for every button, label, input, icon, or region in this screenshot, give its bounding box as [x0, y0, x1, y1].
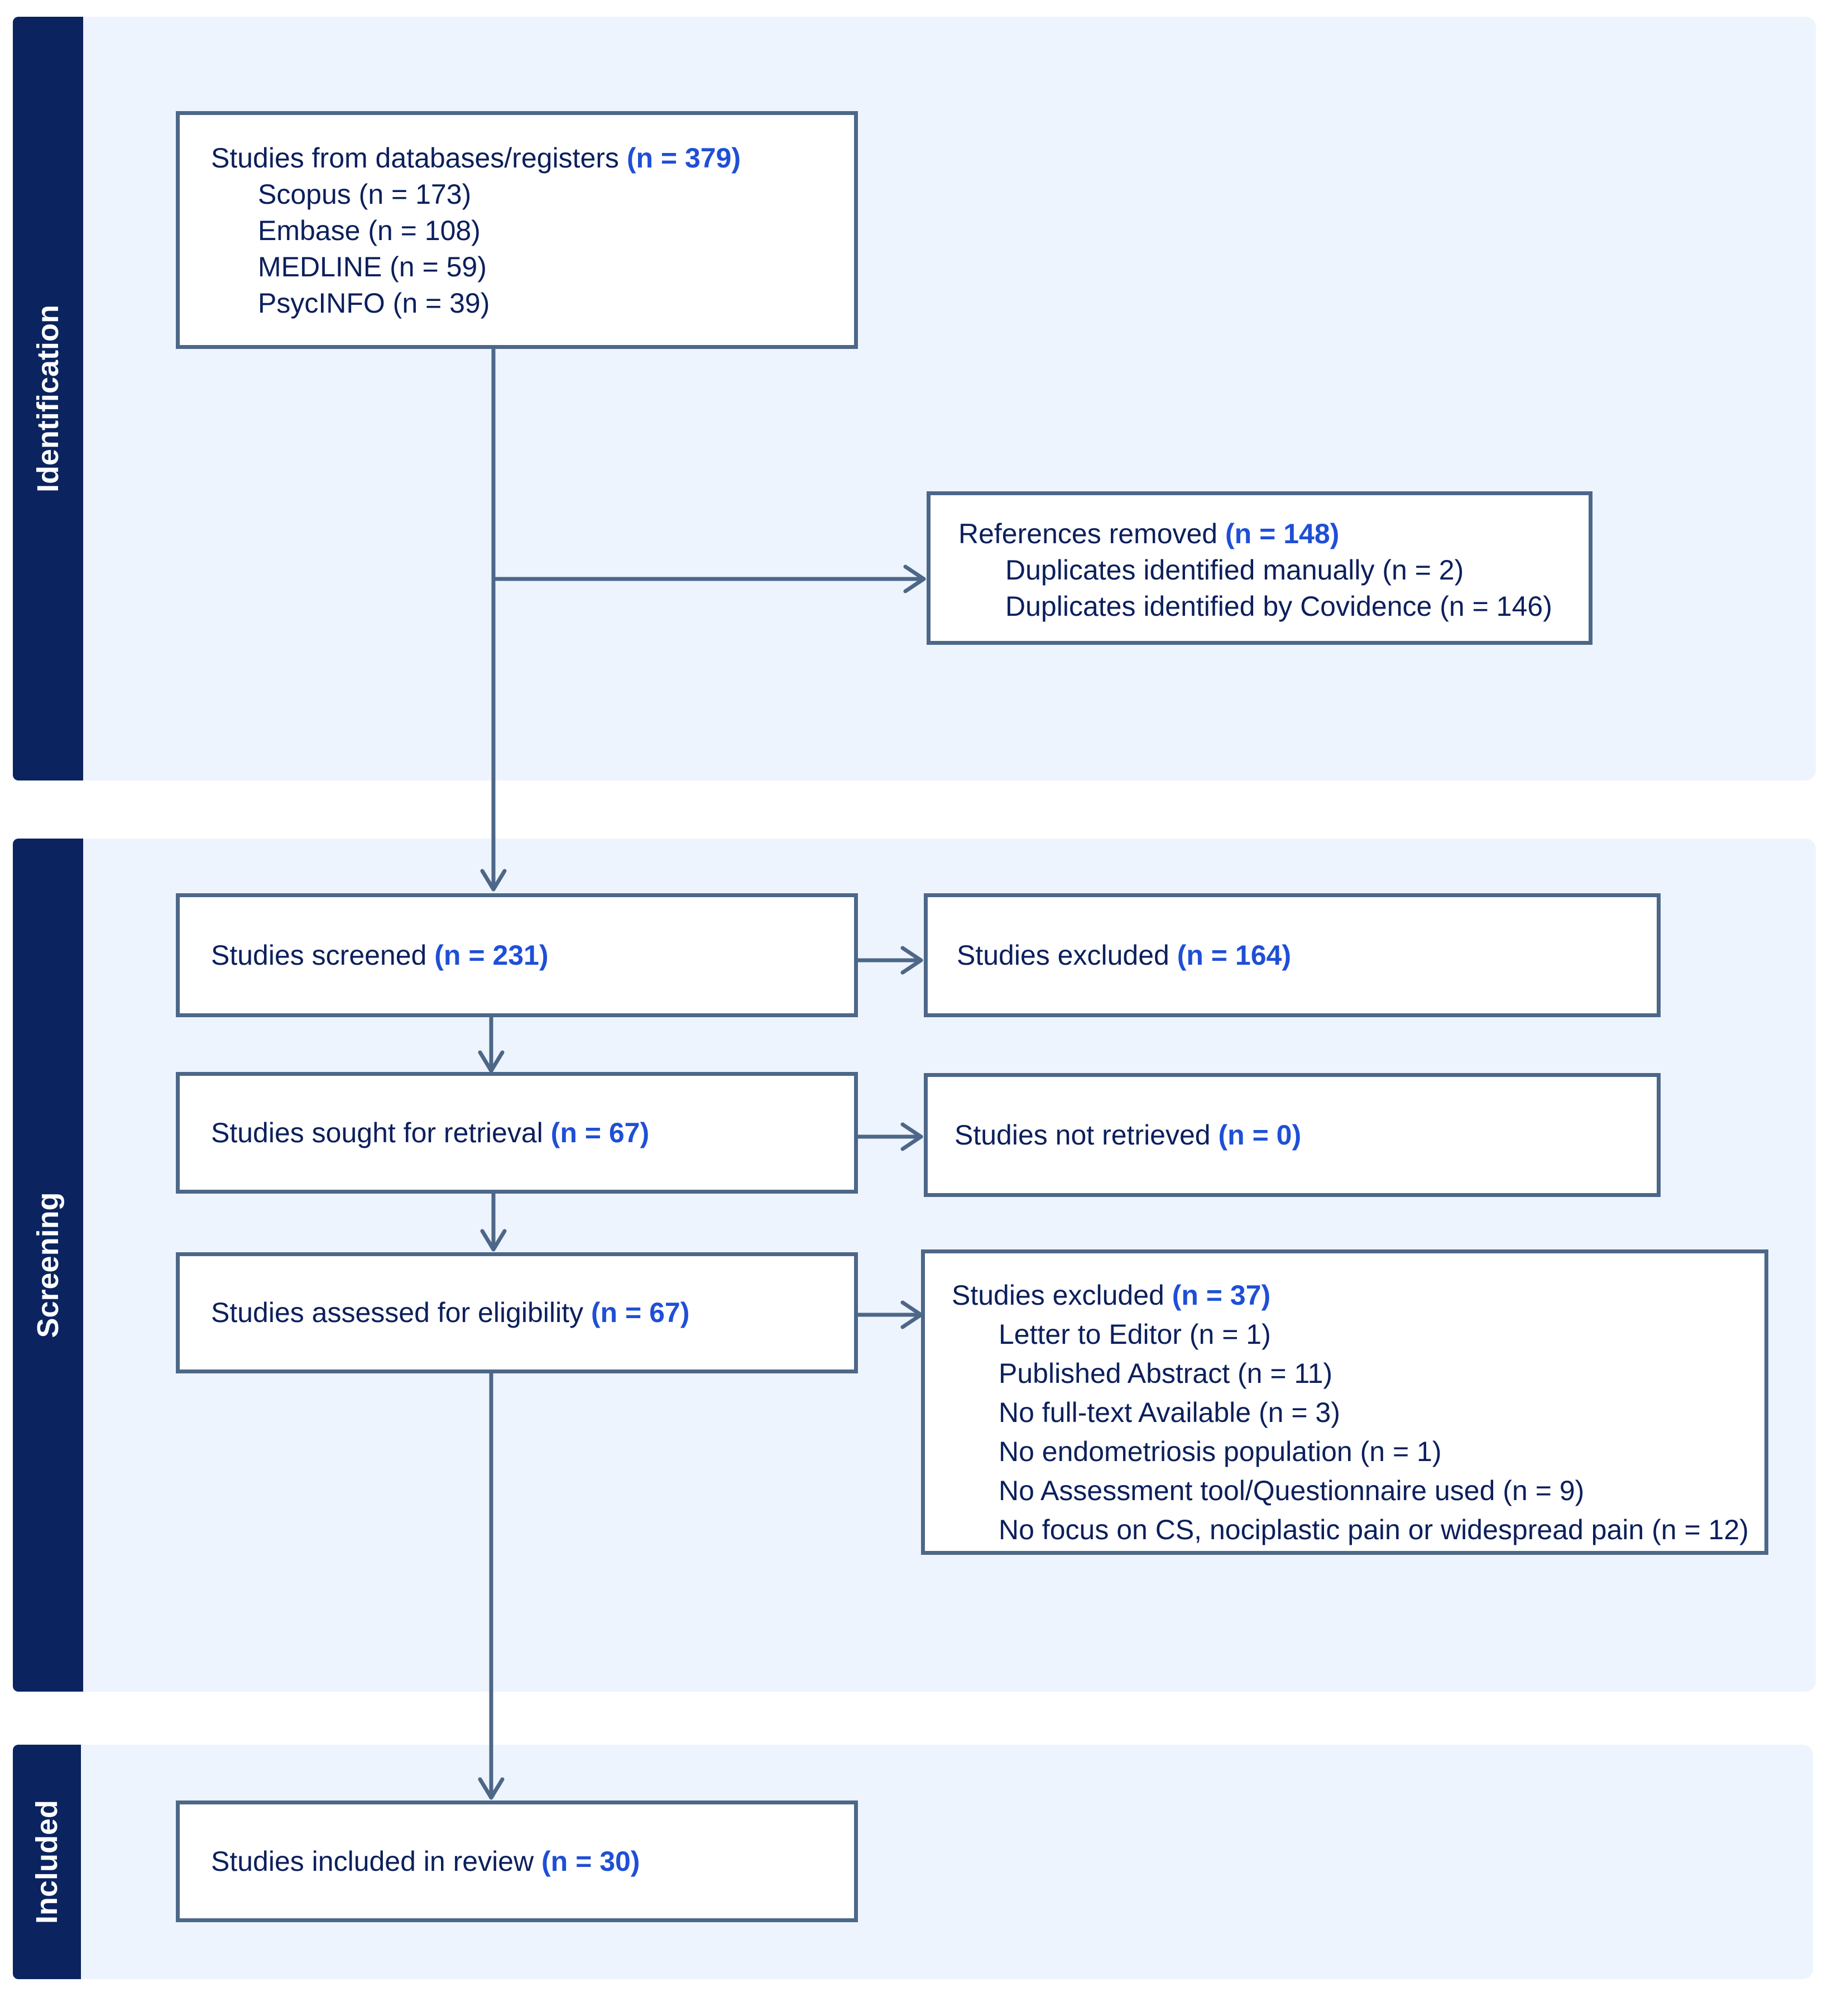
removed-title: References removed	[958, 518, 1218, 549]
screening-stage-bar: Screening	[13, 839, 83, 1692]
studies-included-box: Studies included in review (n = 30)	[176, 1800, 858, 1922]
studies-eligibility-box: Studies assessed for eligibility (n = 67…	[176, 1252, 858, 1373]
exclusion-reason-abstract: Published Abstract (n = 11)	[999, 1358, 1333, 1389]
not-retrieved-heading: Studies not retrieved (n = 0)	[955, 1117, 1301, 1153]
included-count: (n = 30)	[541, 1845, 640, 1877]
screened-heading: Studies screened (n = 231)	[211, 937, 549, 974]
arrowhead-to-not-retrieved	[900, 1122, 923, 1151]
arrowhead-to-included	[478, 1777, 505, 1800]
screened-title: Studies screened	[211, 939, 427, 971]
arrowhead-to-retrieval	[478, 1050, 505, 1073]
included-title: Studies included in review	[211, 1845, 534, 1877]
included-stage-bar: Included	[13, 1745, 81, 1979]
eligibility-heading: Studies assessed for eligibility (n = 67…	[211, 1295, 689, 1331]
retrieval-heading: Studies sought for retrieval (n = 67)	[211, 1115, 649, 1151]
studies-screened-box: Studies screened (n = 231)	[176, 893, 858, 1017]
eligibility-count: (n = 67)	[591, 1297, 690, 1328]
exclusion-reason-no-fulltext: No full-text Available (n = 3)	[999, 1397, 1340, 1428]
excluded-screen-title: Studies excluded	[957, 939, 1169, 971]
not-retrieved-title: Studies not retrieved	[955, 1119, 1211, 1151]
arrowhead-to-removed	[903, 564, 926, 593]
eligibility-title: Studies assessed for eligibility	[211, 1297, 583, 1328]
database-item-embase: Embase (n = 108)	[258, 215, 481, 246]
studies-excluded-full-box: Studies excluded (n = 37) Letter to Edit…	[921, 1249, 1768, 1555]
databases-box: Studies from databases/registers (n = 37…	[176, 111, 858, 349]
excluded-full-title: Studies excluded	[952, 1280, 1164, 1311]
removed-count: (n = 148)	[1225, 518, 1340, 549]
database-item-medline: MEDLINE (n = 59)	[258, 251, 487, 282]
included-heading: Studies included in review (n = 30)	[211, 1843, 640, 1880]
studies-retrieval-box: Studies sought for retrieval (n = 67)	[176, 1072, 858, 1194]
exclusion-reason-tool: No Assessment tool/Questionnaire used (n…	[999, 1475, 1585, 1506]
excluded-screen-count: (n = 164)	[1177, 939, 1291, 971]
database-item-scopus: Scopus (n = 173)	[258, 179, 472, 210]
excluded-screen-heading: Studies excluded (n = 164)	[957, 937, 1291, 974]
references-removed-box: References removed (n = 148) Duplicates …	[927, 491, 1593, 645]
exclusion-reason-focus: No focus on CS, nociplastic pain or wide…	[999, 1514, 1749, 1545]
arrowhead-to-eligibility	[480, 1229, 507, 1252]
studies-excluded-screen-box: Studies excluded (n = 164)	[924, 893, 1661, 1017]
screened-count: (n = 231)	[434, 939, 549, 971]
exclusion-reason-letter: Letter to Editor (n = 1)	[999, 1319, 1271, 1350]
databases-count: (n = 379)	[626, 142, 741, 174]
studies-not-retrieved-box: Studies not retrieved (n = 0)	[924, 1073, 1661, 1197]
identification-stage-bar: Identification	[13, 17, 83, 780]
retrieval-title: Studies sought for retrieval	[211, 1117, 543, 1148]
not-retrieved-count: (n = 0)	[1218, 1119, 1302, 1151]
databases-heading: Studies from databases/registers (n = 37…	[211, 140, 854, 176]
removed-item-manual: Duplicates identified manually (n = 2)	[1005, 554, 1464, 586]
database-item-psycinfo: PsycINFO (n = 39)	[258, 288, 490, 319]
retrieval-count: (n = 67)	[550, 1117, 650, 1148]
arrowhead-to-screened	[480, 869, 507, 892]
removed-item-covidence: Duplicates identified by Covidence (n = …	[1005, 591, 1552, 622]
arrowhead-to-excluded-screen	[900, 946, 923, 975]
excluded-full-heading: Studies excluded (n = 37)	[952, 1276, 1764, 1315]
exclusion-reason-population: No endometriosis population (n = 1)	[999, 1436, 1442, 1467]
excluded-full-count: (n = 37)	[1172, 1280, 1271, 1311]
databases-title: Studies from databases/registers	[211, 142, 619, 174]
removed-heading: References removed (n = 148)	[958, 516, 1589, 552]
